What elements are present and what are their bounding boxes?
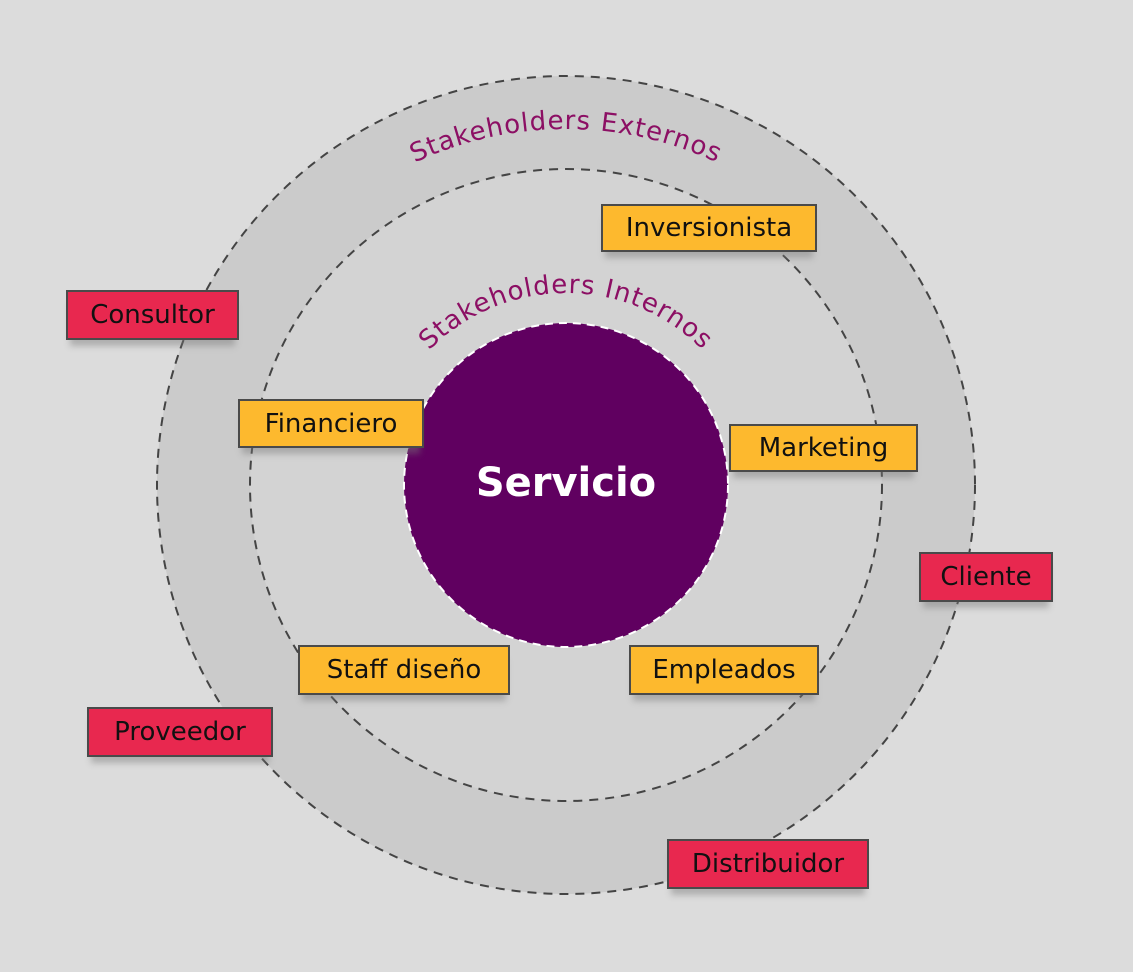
external-stakeholder-consultor: Consultor bbox=[66, 290, 239, 340]
internal-stakeholder-staff-diseno: Staff diseño bbox=[298, 645, 510, 695]
external-stakeholder-cliente: Cliente bbox=[919, 552, 1053, 602]
internal-stakeholder-inversionista: Inversionista bbox=[601, 204, 817, 252]
external-stakeholder-proveedor: Proveedor bbox=[87, 707, 273, 757]
internal-stakeholder-empleados: Empleados bbox=[629, 645, 819, 695]
internal-stakeholder-marketing: Marketing bbox=[729, 424, 918, 472]
center-label: Servicio bbox=[476, 460, 656, 506]
internal-stakeholder-financiero: Financiero bbox=[238, 399, 424, 448]
center-circle bbox=[403, 322, 729, 648]
external-stakeholder-distribuidor: Distribuidor bbox=[667, 839, 869, 889]
